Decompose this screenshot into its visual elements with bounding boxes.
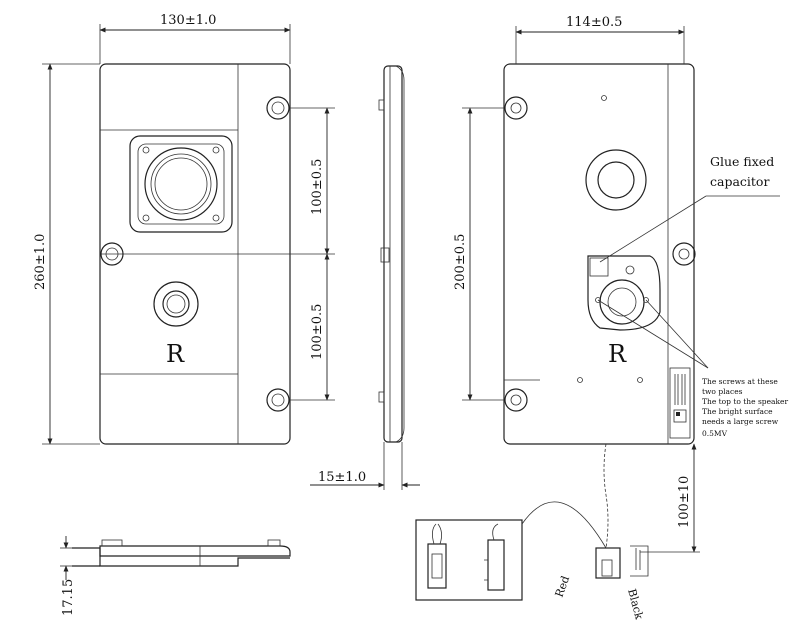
- screw-note: The screws at these two places The top t…: [702, 377, 788, 438]
- svg-text:The bright surface: The bright surface: [702, 407, 773, 416]
- wire-black-label: Black: [625, 587, 646, 621]
- wire-red-label: Red: [553, 574, 573, 599]
- glue-callout-line2: capacitor: [710, 174, 769, 189]
- dim-spacing-upper: 100±0.5: [310, 159, 325, 215]
- front-view: R 130±1.0 260±1.0 100±0.5 100±0.5: [33, 13, 335, 445]
- dim-thickness-side: 15±1.0: [318, 470, 366, 485]
- back-channel-label: R: [608, 340, 627, 368]
- front-speaker: [129, 135, 233, 233]
- barcode-label: [669, 367, 691, 439]
- svg-text:needs a large screw: needs a large screw: [702, 417, 779, 426]
- back-view: R 114±0.5 200±0.5 Glue fixed capacitor T…: [453, 15, 788, 553]
- svg-text:two places: two places: [702, 387, 743, 396]
- dim-width-front: 130±1.0: [160, 13, 216, 28]
- back-mount-holes: [504, 96, 696, 412]
- dim-spacing-back: 200±0.5: [453, 234, 468, 290]
- dim-spacing-lower: 100±0.5: [310, 304, 325, 360]
- cable: [603, 443, 609, 549]
- svg-text:The screws at these: The screws at these: [702, 377, 778, 386]
- dim-height-front: 260±1.0: [33, 234, 48, 290]
- dim-cable-length: 100±10: [677, 476, 692, 528]
- front-channel-label: R: [166, 340, 185, 368]
- svg-text:0.5MV: 0.5MV: [702, 429, 728, 438]
- dim-bottom-height: 17.15: [61, 579, 76, 616]
- front-knob: [153, 281, 199, 327]
- svg-text:The top to the speaker: The top to the speaker: [702, 397, 788, 406]
- back-capacitor-area: [587, 255, 661, 331]
- dim-width-back: 114±0.5: [566, 15, 622, 30]
- glue-callout-line1: Glue fixed: [710, 154, 774, 169]
- connector-detail: Red Black: [415, 501, 649, 621]
- side-view: 15±1.0: [310, 65, 420, 490]
- bottom-view: 17.15: [60, 536, 291, 616]
- front-mount-holes: [100, 96, 290, 412]
